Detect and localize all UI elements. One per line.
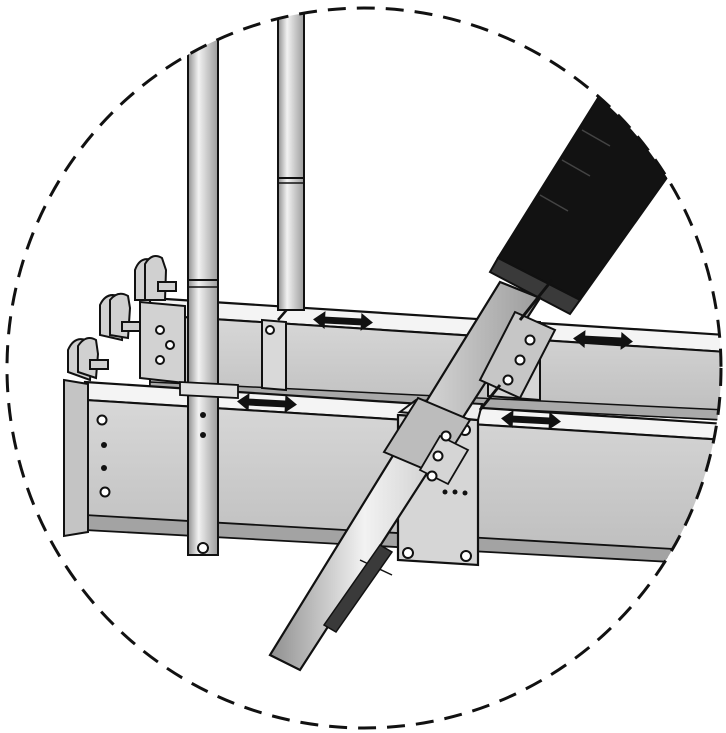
sleeve-seam — [581, 129, 611, 147]
bolt-icon — [514, 354, 526, 366]
bolt-icon — [442, 489, 448, 495]
double-arrow-icon — [501, 410, 561, 430]
rear-guide-rod — [518, 279, 554, 321]
beam-clamp-hooks — [67, 255, 177, 382]
bolt-icon — [265, 325, 275, 335]
bolt-icon — [402, 547, 414, 559]
sleeve-seam-b — [561, 159, 591, 177]
black-sleeve — [496, 96, 690, 302]
bolt-icon — [524, 334, 536, 346]
sleeve-seam-c — [539, 194, 569, 212]
double-arrow-icon — [237, 393, 297, 413]
double-arrow-icon — [573, 330, 633, 350]
bolt-icon — [155, 355, 165, 365]
bolt-icon — [200, 432, 206, 438]
bolt-icon — [452, 489, 458, 495]
clamp-hook-rear-b — [144, 255, 168, 301]
front-vertical-pipe — [187, 8, 219, 556]
bolt-icon — [462, 490, 468, 496]
bolt-icon — [99, 486, 111, 498]
double-arrow-icon — [313, 311, 373, 331]
sleeve-end-cap — [488, 256, 582, 316]
bolt-icon — [197, 542, 209, 554]
bolt-icon — [155, 325, 165, 335]
movement-arrows — [237, 311, 633, 430]
detail-circle-outline — [5, 6, 723, 730]
front-beam-end-plate — [63, 378, 89, 538]
tube-guide-block — [382, 396, 472, 476]
rear-upright-plate — [261, 318, 287, 392]
rear-vertical-pipe — [277, 8, 305, 311]
rear-beam-end-plate — [139, 300, 186, 385]
bolt-icon — [101, 465, 107, 471]
bolt-icon — [502, 374, 514, 386]
bolt-icon — [165, 340, 175, 350]
bolt-icon — [440, 430, 452, 442]
bolt-icon — [101, 442, 107, 448]
bolt-icon — [200, 412, 206, 418]
tube-shadow-bar — [322, 544, 394, 633]
clamp-bolt-front — [89, 359, 109, 370]
bolt-icon — [426, 470, 438, 482]
clamp-hook-front-b — [77, 337, 100, 380]
front-guide-rod — [478, 384, 502, 411]
clamp-bolt-mid — [121, 321, 141, 332]
vertical-pipes — [179, 8, 305, 556]
rear-guide-block — [478, 310, 557, 400]
telescopic-tube — [268, 280, 542, 672]
front-pipe-collar — [179, 381, 239, 399]
bolt-icon — [460, 550, 472, 562]
clipped-scene — [63, 8, 721, 672]
bolt-icon — [96, 414, 108, 426]
bolt-icon — [432, 450, 444, 462]
clamp-bolt-rear — [157, 281, 177, 292]
diagonal-arm — [268, 96, 690, 672]
